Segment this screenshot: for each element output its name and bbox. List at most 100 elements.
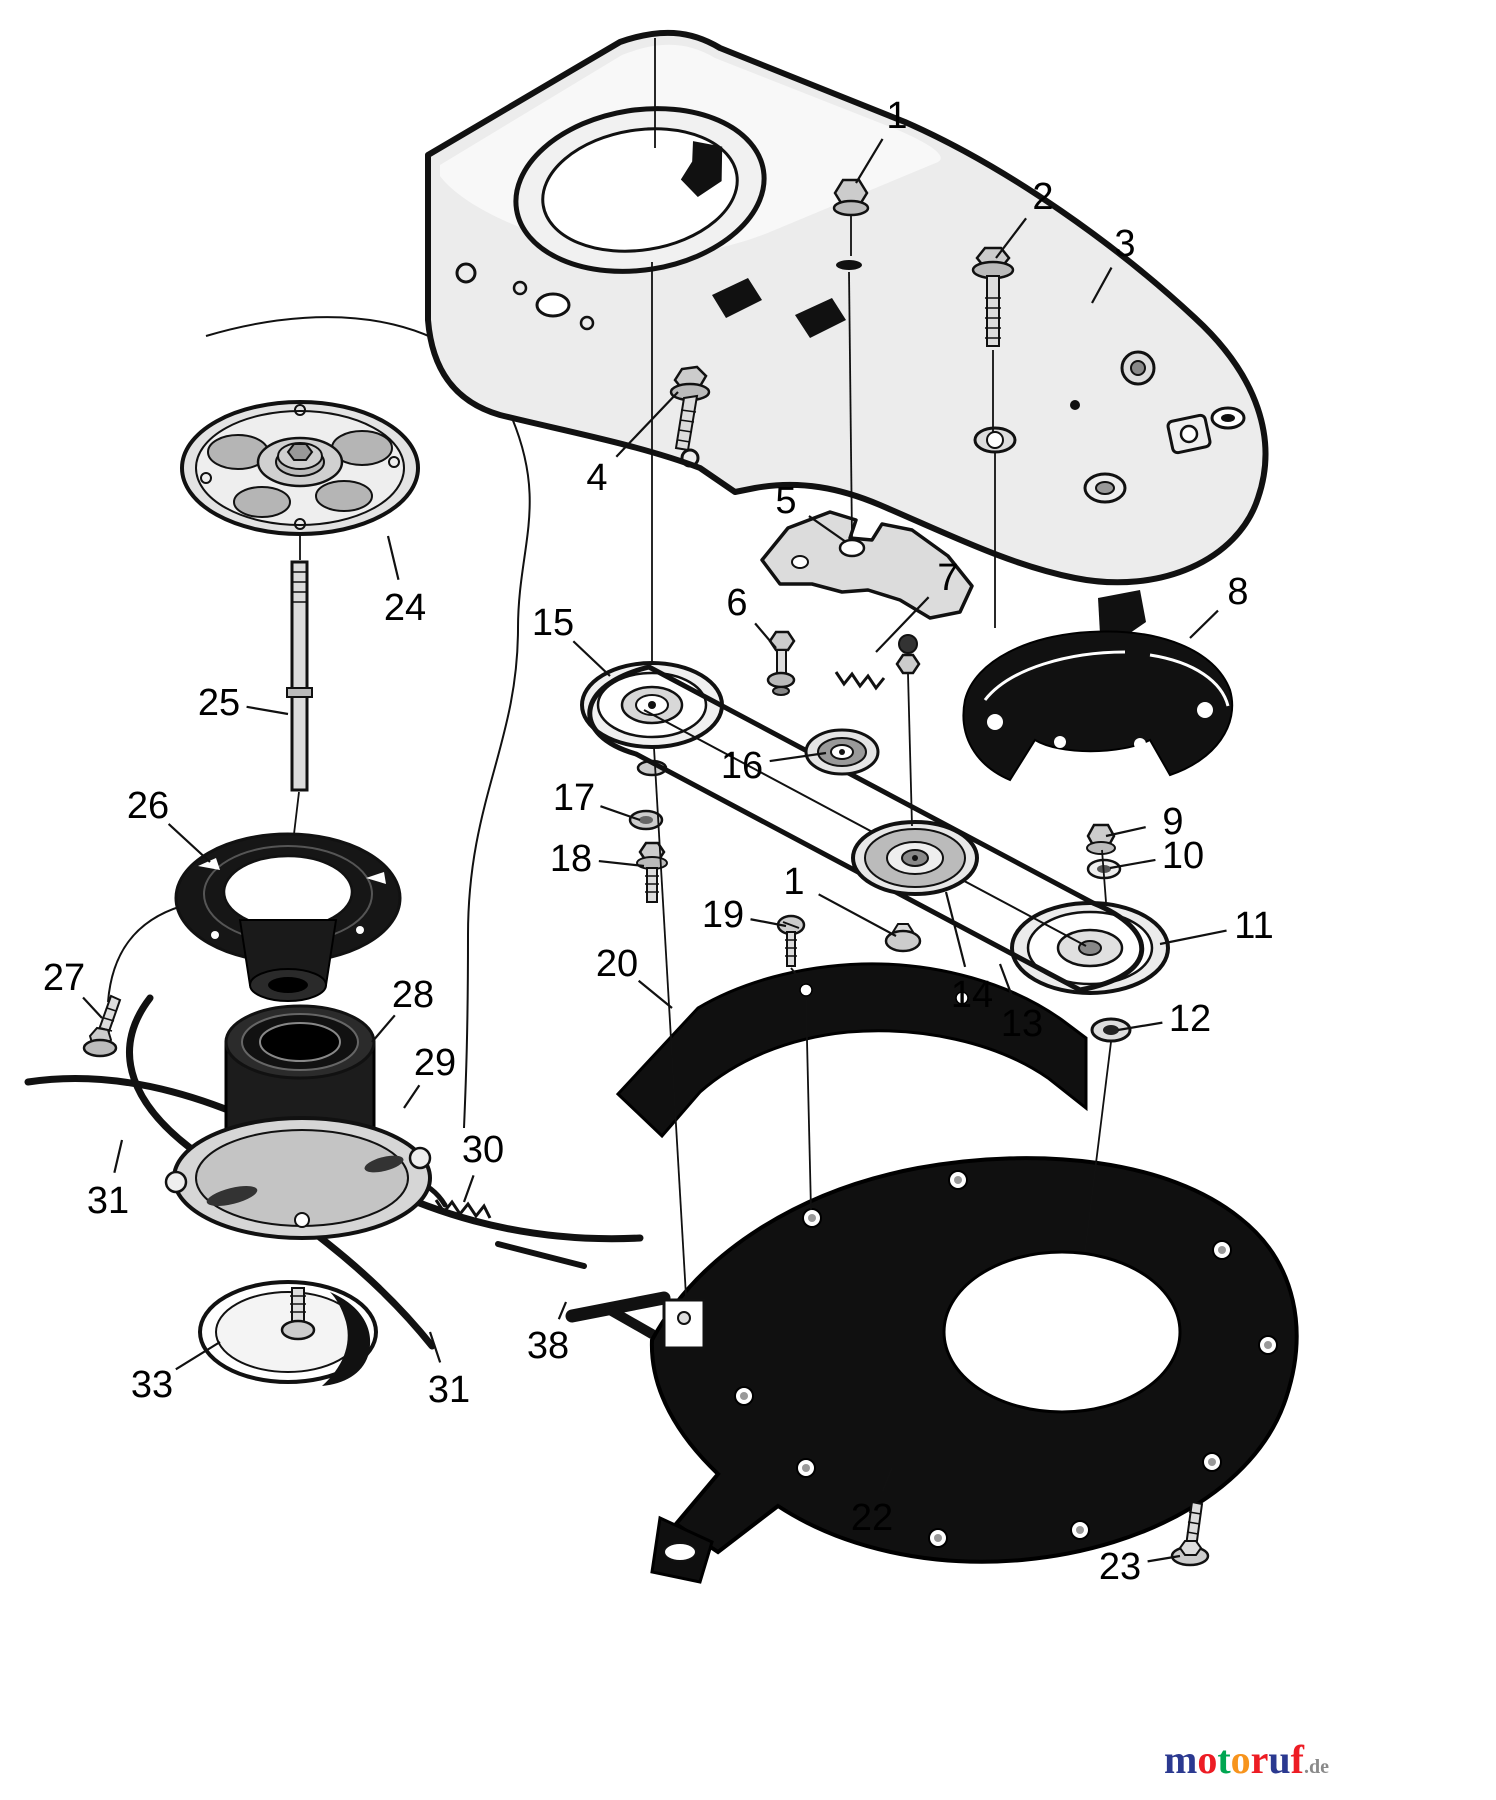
callout-number-10: 10	[1162, 835, 1204, 877]
watermark-word: motoruf	[1164, 1737, 1304, 1782]
hex-nut-9	[1086, 823, 1116, 855]
spring-and-stud-7	[834, 634, 921, 691]
watermark: motoruf.de	[1164, 1736, 1329, 1783]
watermark-suffix: .de	[1304, 1756, 1329, 1778]
callout-leader-27	[82, 996, 103, 1019]
callout-leader-38	[557, 1301, 568, 1320]
callout-leader-33	[175, 1341, 221, 1371]
deflector-shield	[615, 962, 1088, 1139]
assembly-center-lines	[293, 38, 1112, 1297]
callout-number-22: 22	[851, 1497, 893, 1539]
callout-number-13: 13	[1001, 1003, 1043, 1045]
callout-leader-11	[1159, 929, 1227, 946]
callout-leader-7	[875, 596, 930, 653]
callout-number-20: 20	[596, 943, 638, 985]
callout-leader-16	[769, 751, 827, 763]
callout-number-17: 17	[553, 777, 595, 819]
callout-number-27: 27	[43, 957, 85, 999]
callout-number-14: 14	[951, 974, 993, 1016]
callout-number-9: 9	[1162, 801, 1183, 843]
reference-curves	[107, 316, 531, 1129]
callout-number-11: 11	[1234, 905, 1273, 947]
callout-leader-8	[1189, 609, 1219, 639]
callout-leader-20	[637, 979, 673, 1009]
housing-opening	[513, 106, 767, 274]
callout-leader-9	[1105, 826, 1146, 838]
spring-30	[434, 1199, 492, 1219]
callout-number-24: 24	[384, 587, 426, 629]
pulley-15	[580, 661, 724, 777]
hex-key-tool-38	[495, 1241, 671, 1339]
callout-leader-25	[246, 705, 289, 716]
hex-bolt-18	[636, 841, 668, 903]
bump-cap-33	[198, 1280, 378, 1386]
pulley-14	[851, 820, 979, 896]
callout-number-1: 1	[886, 95, 907, 137]
callout-leader-15	[572, 640, 611, 677]
callout-number-25: 25	[198, 682, 240, 724]
screw-23	[1170, 1500, 1210, 1567]
callout-number-1: 1	[783, 861, 804, 903]
callout-number-28: 28	[392, 974, 434, 1016]
callout-leader-19	[750, 918, 787, 928]
callout-number-4: 4	[586, 457, 607, 499]
callout-leader-30	[462, 1174, 475, 1203]
callout-number-29: 29	[414, 1042, 456, 1084]
callout-leader-17	[600, 805, 641, 822]
callout-number-31: 31	[428, 1369, 470, 1411]
drive-belt	[587, 664, 1145, 993]
lower-housing	[649, 1156, 1299, 1584]
spool-plate-29	[164, 1116, 432, 1240]
callout-number-38: 38	[527, 1325, 569, 1367]
callout-number-8: 8	[1227, 571, 1248, 613]
shoulder-bolt-6	[766, 630, 796, 696]
callout-leader-2	[995, 217, 1027, 259]
callout-leader-13	[998, 963, 1014, 998]
callout-number-18: 18	[550, 838, 592, 880]
callout-number-3: 3	[1114, 223, 1135, 265]
lower-housing-bolt-holes	[734, 1170, 1278, 1548]
callout-number-5: 5	[775, 480, 796, 522]
callout-leader-5	[808, 515, 847, 543]
callout-leader-3	[1091, 267, 1113, 304]
callout-number-12: 12	[1169, 998, 1211, 1040]
spindle-shaft-25	[286, 560, 313, 792]
callout-number-15: 15	[532, 602, 574, 644]
bearing-16	[804, 728, 880, 776]
hex-nut-17	[628, 809, 664, 831]
callout-leader-4	[615, 391, 679, 458]
callout-number-23: 23	[1099, 1546, 1141, 1588]
callout-number-6: 6	[726, 582, 747, 624]
washer-12	[1090, 1017, 1132, 1043]
callout-leader-24	[386, 535, 400, 581]
callout-number-7: 7	[937, 557, 958, 599]
callout-leader-22	[881, 1467, 894, 1492]
callout-leader-28	[371, 1014, 396, 1043]
callout-number-16: 16	[721, 745, 763, 787]
callout-leader-1	[855, 138, 884, 184]
callout-leader-31	[113, 1139, 124, 1173]
callout-leader-10	[1109, 858, 1156, 870]
callout-leader-6	[754, 622, 777, 649]
callout-number-2: 2	[1032, 176, 1053, 218]
flange-nut-1	[832, 178, 870, 217]
housing-cover	[425, 29, 1269, 586]
callout-leader-12	[1117, 1021, 1163, 1032]
callout-leader-18	[598, 859, 645, 868]
spindle-disc-24	[180, 400, 420, 536]
callout-leader-29	[403, 1084, 421, 1109]
callout-number-31: 31	[87, 1180, 129, 1222]
callout-leader-31	[428, 1331, 442, 1363]
callout-leader-26	[167, 823, 211, 863]
callout-leader-23	[1147, 1554, 1181, 1563]
callout-number-19: 19	[702, 894, 744, 936]
callout-leader-1	[818, 893, 897, 937]
hex-bolt-4	[669, 365, 711, 452]
callout-number-30: 30	[462, 1129, 504, 1171]
callout-leader-14	[944, 891, 967, 968]
callout-number-26: 26	[127, 785, 169, 827]
screw-27	[82, 994, 122, 1058]
